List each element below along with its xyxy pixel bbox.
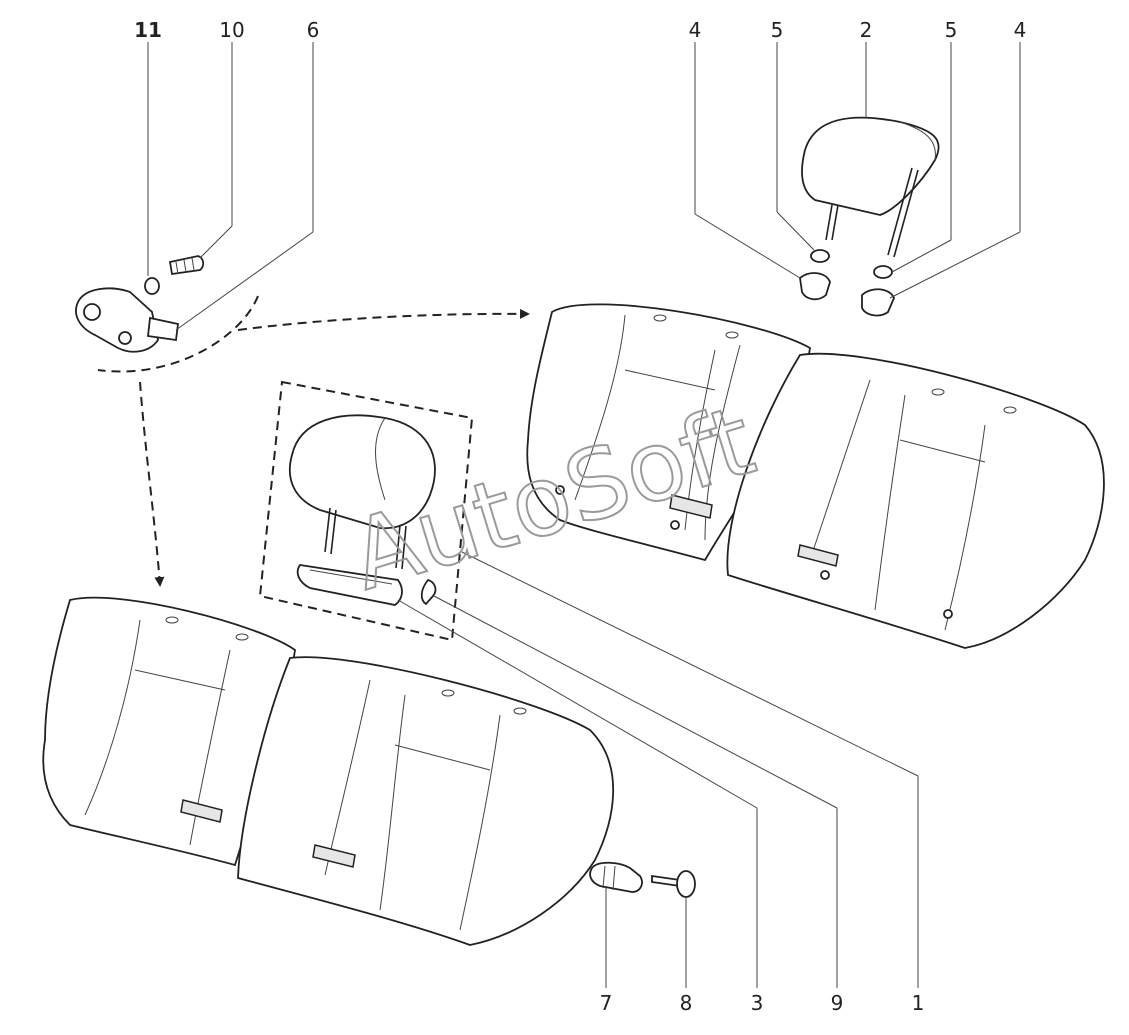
callout-4-left: 4 — [689, 18, 702, 42]
assembly-arrows — [97, 295, 530, 587]
callout-9: 9 — [831, 991, 844, 1015]
callout-labels: 11 10 6 4 5 2 5 4 7 8 3 9 1 — [134, 18, 1026, 1015]
callout-4-right: 4 — [1014, 18, 1027, 42]
callout-1: 1 — [912, 991, 925, 1015]
callout-5-right: 5 — [945, 18, 958, 42]
callout-6: 6 — [307, 18, 320, 42]
callout-2: 2 — [860, 18, 873, 42]
latch-assembly — [75, 255, 205, 353]
upper-seat-back — [526, 303, 1105, 649]
lower-seat-back — [42, 596, 615, 946]
callout-5-left: 5 — [771, 18, 784, 42]
callout-11: 11 — [134, 18, 162, 42]
detail-box — [258, 380, 474, 642]
callout-8: 8 — [680, 991, 693, 1015]
callout-10: 10 — [219, 18, 244, 42]
callout-3: 3 — [751, 991, 764, 1015]
fasteners — [589, 861, 696, 898]
leader-lines — [147, 42, 1021, 988]
guide-bushings — [799, 249, 895, 317]
callout-7: 7 — [600, 991, 613, 1015]
headrest-2 — [801, 116, 940, 258]
